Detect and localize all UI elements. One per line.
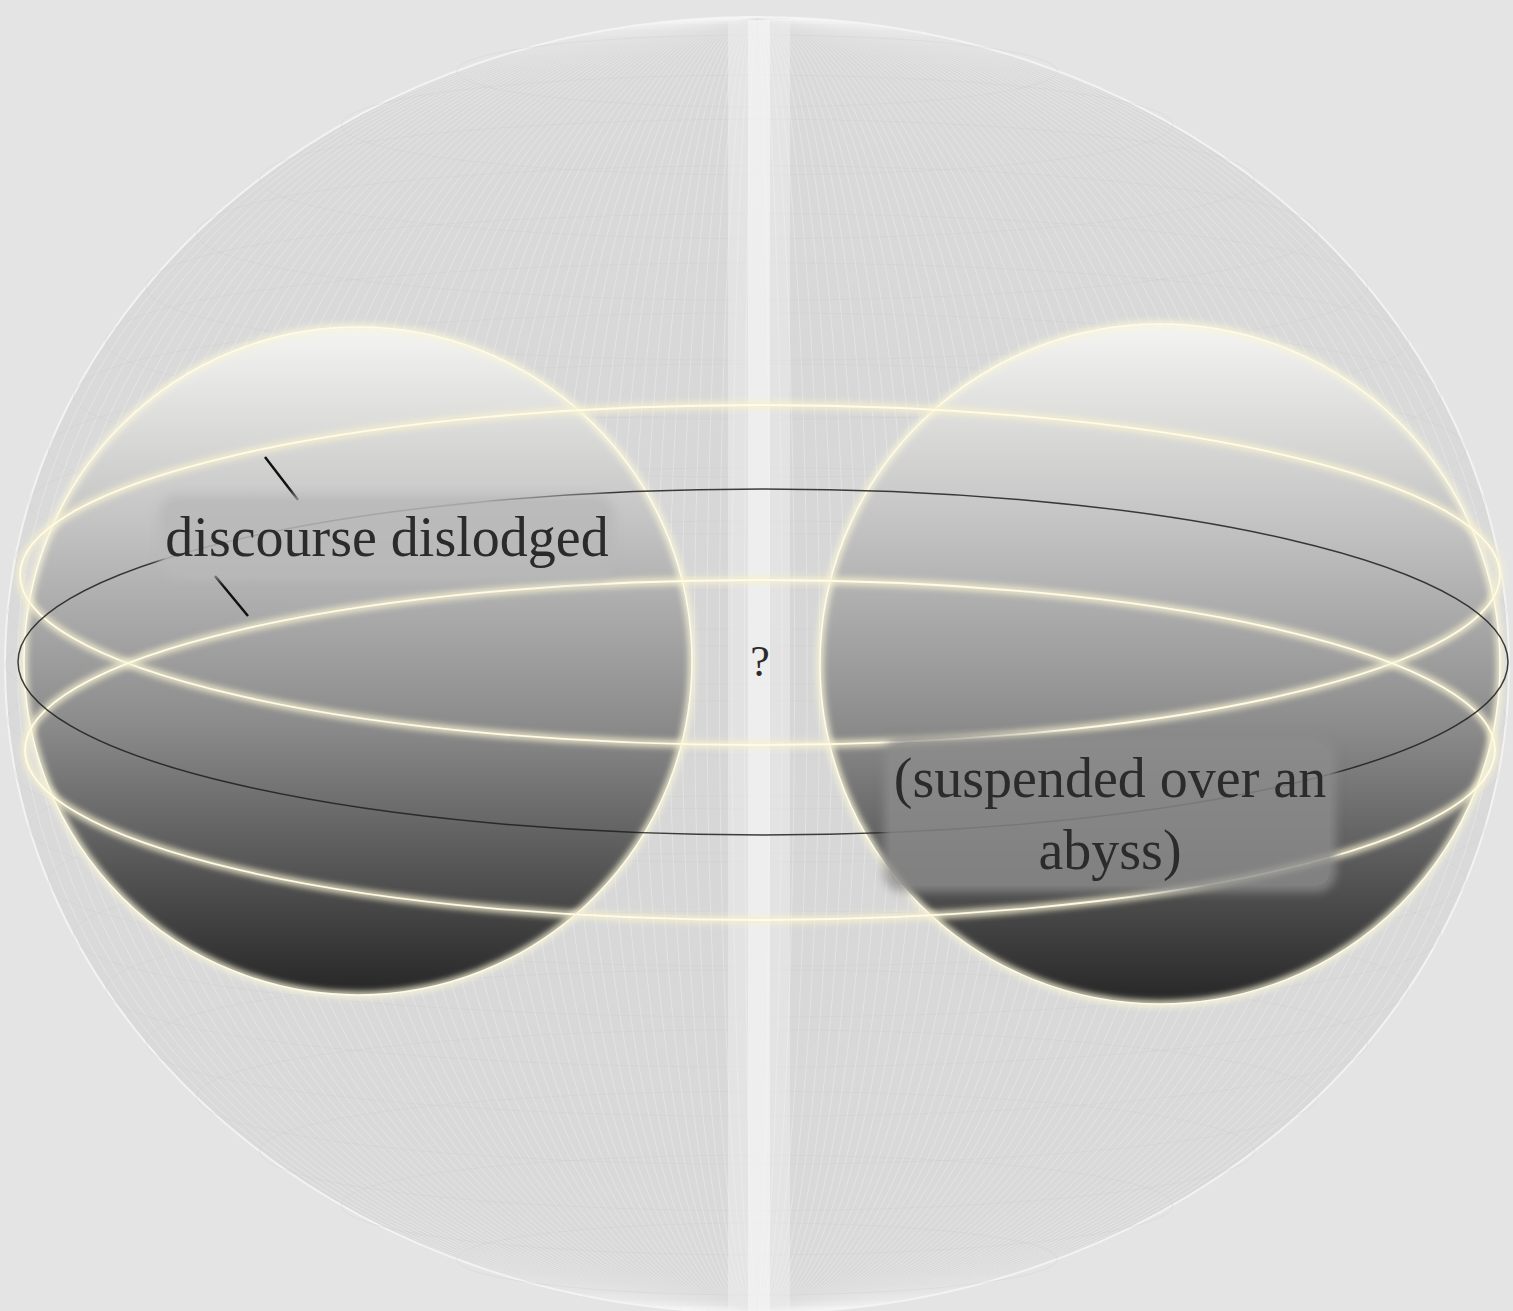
sphere-shape bbox=[22, 325, 694, 997]
sphere-node: (suspended over an abyss) bbox=[818, 322, 1502, 1006]
question-mark: ? bbox=[750, 637, 770, 687]
sphere-caption: (suspended over an abyss) bbox=[890, 742, 1330, 886]
sphere-shape bbox=[818, 322, 1502, 1006]
sphere-node: discourse dislodged bbox=[22, 325, 694, 997]
sphere-caption: discourse dislodged bbox=[165, 501, 608, 573]
